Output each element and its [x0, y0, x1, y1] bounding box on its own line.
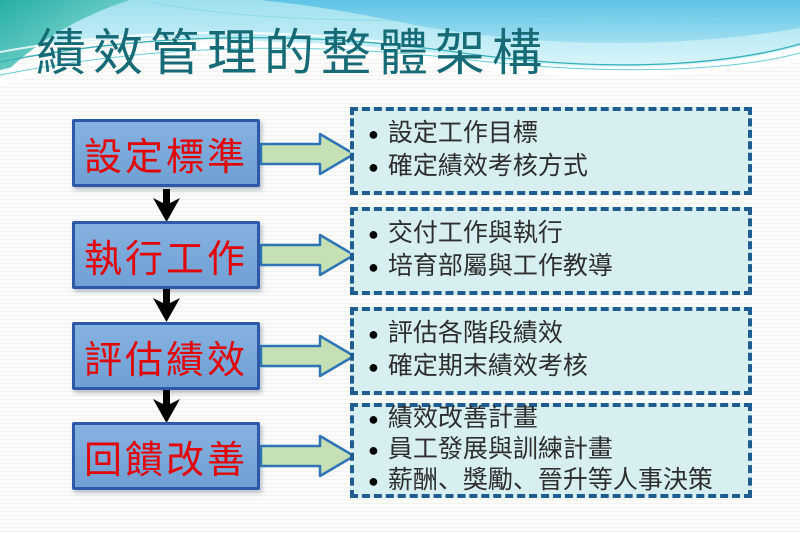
down-arrow-icon-3: [153, 390, 180, 423]
step-box-3: 評估績效: [72, 322, 260, 390]
down-arrow-icon-2: [153, 289, 180, 322]
detail-box-4: ● 績效改善計畫 ● 員工發展與訓練計畫 ● 薪酬、獎勵、晉升等人事決策: [350, 403, 752, 498]
detail-text: 績效改善計畫: [387, 405, 538, 432]
bullet-icon: ●: [368, 124, 379, 144]
bullet-icon: ●: [368, 440, 379, 460]
bullet-icon: ●: [368, 257, 379, 277]
header-wave-graphic: [0, 0, 800, 86]
detail-box-1: ● 設定工作目標 ● 確定績效考核方式: [350, 107, 752, 195]
list-item: ● 確定期末績效考核: [368, 351, 740, 384]
detail-text: 設定工作目標: [387, 120, 538, 147]
list-item: ● 評估各階段績效: [368, 318, 740, 351]
list-item: ● 培育部屬與工作教導: [368, 251, 740, 284]
bullet-icon: ●: [368, 324, 379, 344]
right-arrow-icon-2: [260, 233, 356, 277]
detail-box-2: ● 交付工作與執行 ● 培育部屬與工作教導: [350, 207, 752, 295]
slide-title: 績效管理的整體架構: [36, 25, 549, 81]
bullet-icon: ●: [368, 157, 379, 177]
down-arrow-icon-1: [153, 189, 180, 222]
bullet-icon: ●: [368, 357, 379, 377]
bullet-icon: ●: [368, 409, 379, 429]
detail-text: 確定績效考核方式: [387, 153, 588, 180]
right-arrow-icon-4: [260, 434, 356, 478]
list-item: ● 績效改善計畫: [368, 404, 740, 435]
detail-text: 薪酬、獎勵、晉升等人事決策: [387, 467, 713, 494]
step-label-2: 執行工作: [83, 238, 248, 281]
step-box-2: 執行工作: [72, 221, 260, 289]
step-label-4: 回饋改善: [83, 439, 248, 482]
detail-box-3: ● 評估各階段績效 ● 確定期末績效考核: [350, 307, 752, 395]
right-arrow-icon-1: [260, 132, 356, 176]
bullet-icon: ●: [368, 224, 379, 244]
step-label-1: 設定標準: [83, 136, 248, 179]
detail-text: 培育部屬與工作教導: [387, 253, 613, 280]
detail-text: 交付工作與執行: [387, 220, 563, 247]
detail-text: 評估各階段績效: [387, 320, 563, 347]
list-item: ● 交付工作與執行: [368, 218, 740, 251]
bullet-icon: ●: [368, 471, 379, 491]
list-item: ● 設定工作目標: [368, 118, 740, 151]
step-box-4: 回饋改善: [72, 422, 260, 490]
list-item: ● 薪酬、獎勵、晉升等人事決策: [368, 466, 740, 497]
step-label-3: 評估績效: [83, 339, 248, 382]
step-box-1: 設定標準: [72, 119, 260, 187]
right-arrow-icon-3: [260, 334, 356, 378]
detail-text: 確定期末績效考核: [387, 353, 588, 380]
detail-text: 員工發展與訓練計畫: [387, 436, 613, 463]
list-item: ● 確定績效考核方式: [368, 151, 740, 184]
list-item: ● 員工發展與訓練計畫: [368, 435, 740, 466]
